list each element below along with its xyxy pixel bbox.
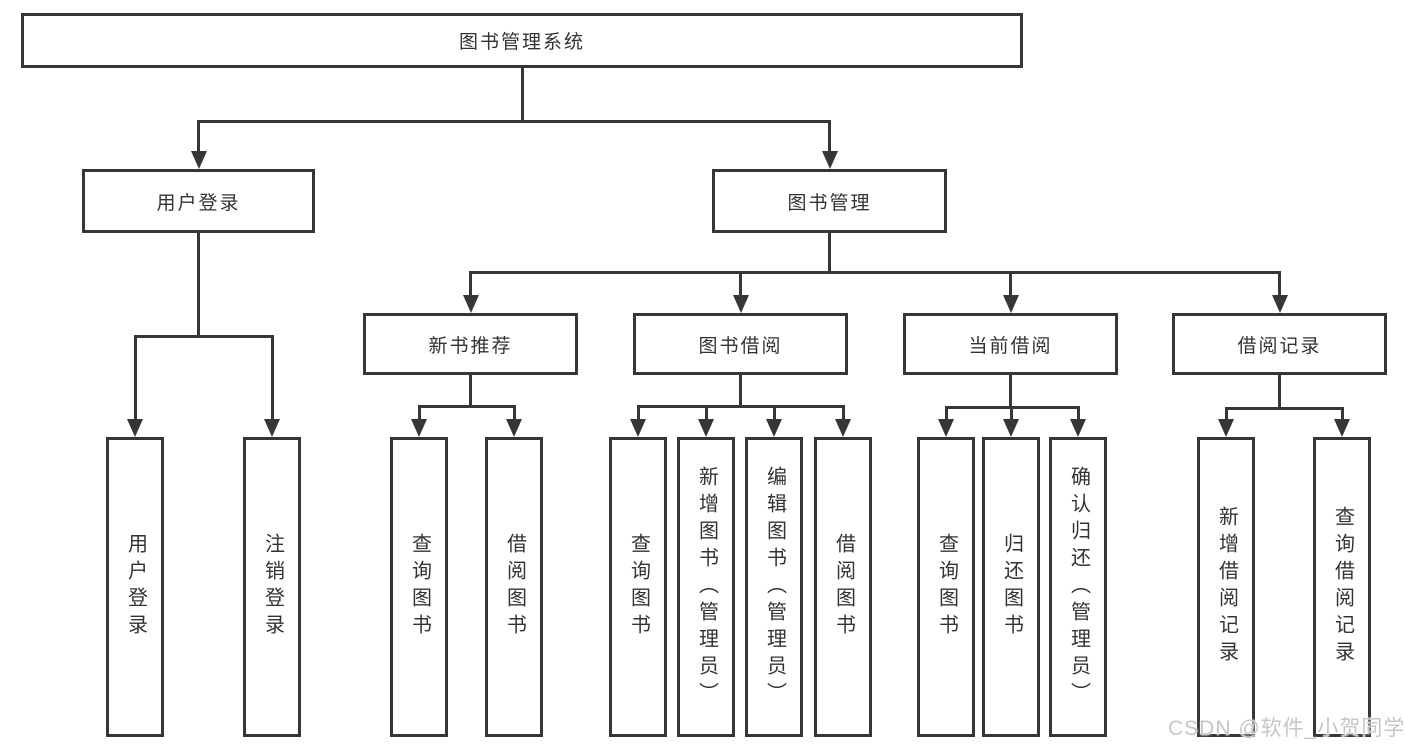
connector-borrow-stem [739, 375, 742, 407]
connector-arrow-stem [133, 335, 137, 421]
connector-arrow-stem [828, 120, 831, 153]
arrow-down-icon [1271, 295, 1288, 313]
connector-arrow-stem [1009, 406, 1013, 421]
leaf-query-book-3: 查询图书 [917, 437, 975, 737]
node-book-borrow: 图书借阅 [633, 313, 848, 375]
node-current-borrow: 当前借阅 [903, 313, 1118, 375]
arrow-down-icon [411, 419, 427, 437]
node-user-login-label: 用户登录 [156, 192, 241, 214]
leaf-borrow-book-1-label: 借阅图书 [503, 533, 526, 641]
node-root-label: 图书管理系统 [458, 32, 585, 53]
connector-records-rail [1224, 407, 1344, 410]
leaf-return-book: 归还图书 [982, 437, 1040, 737]
arrow-down-icon [835, 419, 851, 437]
node-book-management-label: 图书管理 [787, 192, 872, 214]
arrow-down-icon [766, 419, 782, 437]
node-new-book-recommend: 新书推荐 [363, 313, 578, 375]
connector-arrow-stem [1009, 271, 1012, 297]
arrow-down-icon [821, 151, 838, 169]
node-root: 图书管理系统 [21, 13, 1023, 68]
arrow-down-icon [1070, 419, 1086, 437]
connector-userlogin-stem [197, 233, 200, 335]
node-book-management: 图书管理 [712, 169, 947, 233]
arrow-down-icon [1218, 419, 1234, 437]
connector-arrow-stem [772, 405, 776, 421]
leaf-return-book-label: 归还图书 [1000, 533, 1023, 641]
leaf-logout-label: 注销登录 [261, 533, 284, 641]
leaf-add-book-admin-label: 新增图书（管理员） [695, 465, 718, 709]
connector-current-stem [1009, 375, 1012, 408]
connector-borrow-rail [636, 405, 845, 408]
leaf-user-login-label: 用户登录 [124, 533, 147, 641]
connector-arrow-stem [704, 405, 708, 421]
connector-arrow-stem [841, 405, 845, 421]
connector-arrow-stem [417, 405, 421, 421]
csdn-watermark: CSDN @软件_小贺同学 [1168, 717, 1405, 740]
node-current-borrow-label: 当前借阅 [968, 335, 1053, 357]
arrow-down-icon [732, 295, 749, 313]
connector-newbook-stem [469, 375, 472, 407]
arrow-down-icon [190, 151, 207, 169]
leaf-borrow-book-2-label: 借阅图书 [832, 533, 855, 641]
leaf-add-book-admin: 新增图书（管理员） [677, 437, 735, 737]
connector-arrow-stem [469, 271, 472, 297]
node-user-login: 用户登录 [82, 169, 315, 233]
connector-bookmgmt-stem [828, 233, 831, 271]
connector-arrow-stem [1076, 406, 1080, 421]
arrow-down-icon [630, 419, 646, 437]
arrow-down-icon [1334, 419, 1350, 437]
leaf-query-book-2: 查询图书 [609, 437, 667, 737]
connector-root-stem [520, 68, 524, 120]
connector-arrow-stem [270, 335, 274, 421]
node-borrow-records-label: 借阅记录 [1237, 335, 1322, 357]
connector-arrow-stem [636, 405, 640, 421]
connector-arrow-stem [1340, 407, 1344, 421]
leaf-edit-book-admin-label: 编辑图书（管理员） [763, 465, 786, 709]
leaf-add-borrow-record-label: 新增借阅记录 [1215, 506, 1238, 668]
connector-newbook-rail [417, 405, 516, 408]
leaf-confirm-return-admin-label: 确认归还（管理员） [1067, 465, 1090, 709]
connector-arrow-stem [1224, 407, 1228, 421]
connector-arrow-stem [197, 120, 200, 153]
leaf-logout: 注销登录 [243, 437, 301, 737]
arrow-down-icon [1002, 295, 1019, 313]
arrow-down-icon [127, 419, 143, 437]
arrow-down-icon [462, 295, 479, 313]
arrow-down-icon [938, 419, 954, 437]
connector-records-stem [1278, 375, 1281, 409]
node-book-borrow-label: 图书借阅 [698, 335, 783, 357]
connector-arrow-stem [944, 406, 948, 421]
leaf-borrow-book-1: 借阅图书 [485, 437, 543, 737]
leaf-query-book-1-label: 查询图书 [408, 533, 431, 641]
leaf-query-book-1: 查询图书 [390, 437, 448, 737]
arrow-down-icon [698, 419, 714, 437]
leaf-query-borrow-record-label: 查询借阅记录 [1331, 506, 1354, 668]
node-borrow-records: 借阅记录 [1172, 313, 1387, 375]
leaf-query-book-3-label: 查询图书 [935, 533, 958, 641]
leaf-confirm-return-admin: 确认归还（管理员） [1049, 437, 1107, 737]
arrow-down-icon [506, 419, 522, 437]
leaf-add-borrow-record: 新增借阅记录 [1197, 437, 1255, 737]
connector-root-rail [197, 120, 831, 123]
arrow-down-icon [1003, 419, 1019, 437]
leaf-user-login: 用户登录 [106, 437, 164, 737]
arrow-down-icon [264, 419, 280, 437]
connector-arrow-stem [512, 405, 516, 421]
leaf-edit-book-admin: 编辑图书（管理员） [745, 437, 803, 737]
connector-arrow-stem [1278, 271, 1281, 297]
leaf-query-book-2-label: 查询图书 [627, 533, 650, 641]
connector-bookmgmt-rail [469, 271, 1281, 274]
node-new-book-recommend-label: 新书推荐 [428, 335, 513, 357]
leaf-query-borrow-record: 查询借阅记录 [1313, 437, 1371, 737]
leaf-borrow-book-2: 借阅图书 [814, 437, 872, 737]
connector-arrow-stem [739, 271, 742, 297]
connector-userlogin-rail [133, 335, 274, 338]
